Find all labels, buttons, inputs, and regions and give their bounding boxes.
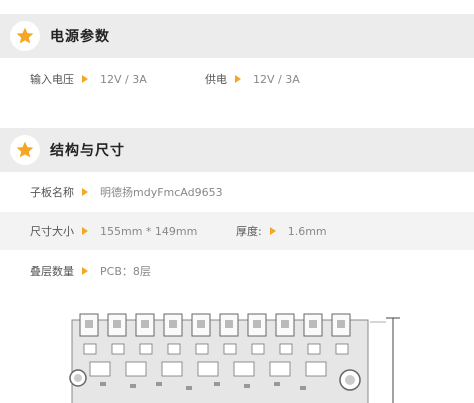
spec-item-supply: 供电 12V / 3A — [175, 71, 300, 87]
spec-value: 明德扬mdyFmcAd9653 — [100, 186, 223, 199]
spec-label: 输入电压 — [30, 73, 74, 86]
spec-row-layers: 叠层数量 PCB：8层 — [0, 252, 474, 290]
spec-value: 12V / 3A — [253, 72, 300, 86]
spec-label: 尺寸大小 — [30, 225, 74, 238]
spec-label: 叠层数量 — [30, 265, 74, 278]
spec-item-input-voltage: 输入电压 12V / 3A — [0, 71, 175, 87]
spec-row-size: 尺寸大小 155mm * 149mm 厚度: 1.6mm — [0, 212, 474, 250]
arrow-right-icon — [82, 188, 88, 196]
spec-row-board-name: 子板名称 明德扬mdyFmcAd9653 — [0, 173, 474, 211]
section-title: 电源参数 — [50, 29, 110, 45]
spec-value: 1.6mm — [287, 224, 327, 238]
pcb-board-image — [0, 310, 474, 403]
section-header-structure: 结构与尺寸 — [0, 128, 474, 172]
spec-value: 155mm * 149mm — [100, 224, 198, 238]
section-title: 结构与尺寸 — [50, 143, 125, 159]
arrow-right-icon — [82, 227, 88, 235]
spec-item-size: 尺寸大小 155mm * 149mm — [0, 223, 236, 239]
star-icon — [10, 135, 40, 165]
arrow-right-icon — [269, 227, 276, 235]
star-icon — [10, 21, 40, 51]
spec-label: 供电 — [205, 73, 227, 86]
section-header-power: 电源参数 — [0, 14, 474, 58]
spec-item-thickness: 厚度: 1.6mm — [236, 223, 327, 239]
spec-row-voltage: 输入电压 12V / 3A 供电 12V / 3A — [0, 60, 474, 98]
arrow-right-icon — [82, 267, 88, 275]
spec-label: 子板名称 — [30, 186, 74, 199]
spec-value: 12V / 3A — [100, 72, 147, 86]
arrow-right-icon — [235, 75, 241, 83]
spec-label: 厚度: — [236, 225, 262, 238]
spec-value: PCB：8层 — [100, 265, 151, 278]
arrow-right-icon — [82, 75, 88, 83]
